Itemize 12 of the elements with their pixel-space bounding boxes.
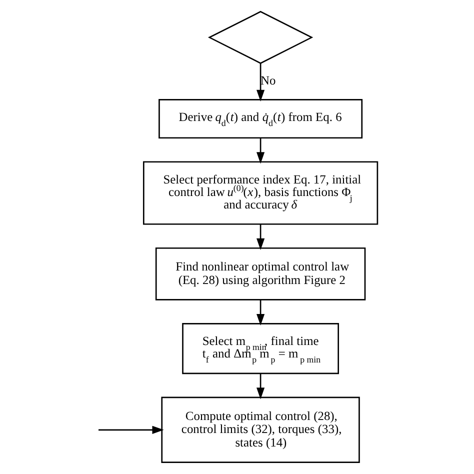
arrow <box>256 374 264 400</box>
arrow <box>256 300 264 326</box>
node-box: Find nonlinear optimal control law (Eq. 28) using algorithm Figure 2 <box>154 247 366 300</box>
node-diamond <box>207 10 313 64</box>
arrow <box>98 426 164 434</box>
arrow <box>256 64 264 102</box>
node-box: Derive q$_{d}$(t) and q̇$_{d}$(t) from Eq. 6 <box>158 99 362 139</box>
edge-label: No <box>260 74 276 88</box>
node-box: Select performance index Eq. 17, initial control law u$^{(0)}$(x), basis functions Φ$_{j}$ and accuracy δ <box>142 161 378 225</box>
node-box: Compute optimal control (28), control limits (32), torques (33), states (14) <box>160 396 360 464</box>
arrow <box>256 224 264 250</box>
arrow <box>256 138 264 164</box>
